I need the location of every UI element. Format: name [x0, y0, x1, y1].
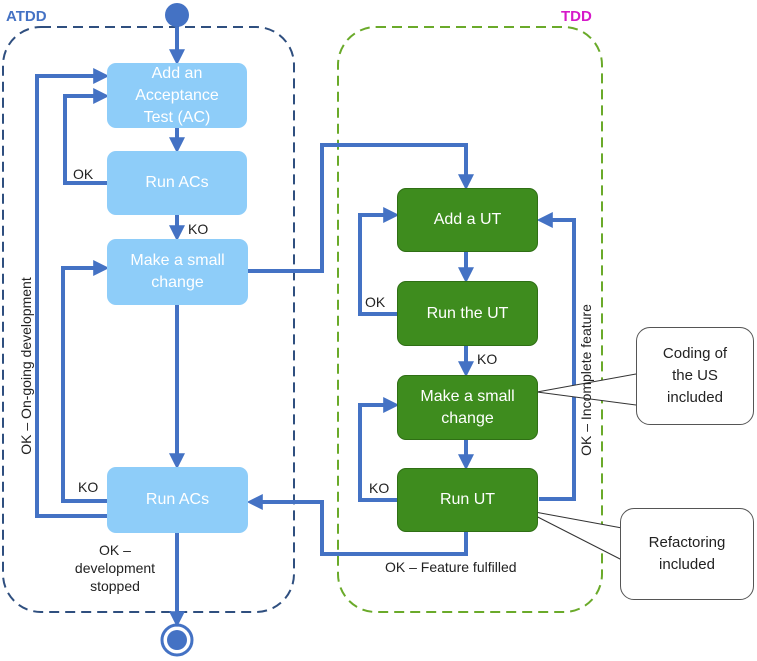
run-acs-top-box: Run ACs [107, 151, 247, 215]
start-node [165, 3, 189, 27]
loop-ko-to-change [61, 260, 110, 503]
loop-tdd-ko [358, 397, 400, 502]
add-acceptance-test-box: Add an Acceptance Test (AC) [107, 63, 247, 128]
coding-of-us-callout: Coding of the US included [636, 327, 754, 425]
tdd-region [337, 26, 603, 613]
run-acs-bottom-box: Run ACs [107, 467, 248, 533]
run-the-ut-box: Run the UT [397, 281, 538, 346]
ko-label-atdd-top: KO [188, 221, 209, 237]
ok-development-stopped-label: OK – development stopped [74, 542, 156, 594]
loop-ongoing-to-add-ac [35, 68, 110, 518]
ok-incomplete-feature-label: OK – Incomplete feature [578, 304, 594, 456]
loop-incomplete-feature [536, 212, 576, 501]
loop-ok-to-add-ac [63, 88, 110, 185]
tdd-title: TDD [561, 8, 592, 25]
run-ut-box: Run UT [397, 468, 538, 532]
ko-label-tdd-mid: KO [477, 351, 498, 367]
refactoring-callout: Refactoring included [620, 508, 754, 600]
add-ut-box: Add a UT [397, 188, 538, 252]
arrow-change-to-add-ut [248, 143, 474, 273]
arrow-feature-fulfilled [246, 494, 468, 556]
ko-label-atdd-bottom: KO [78, 479, 99, 495]
ok-feature-fulfilled-label: OK – Feature fulfilled [385, 559, 517, 575]
loop-tdd-ok [358, 207, 400, 316]
ko-label-tdd-bottom: KO [369, 480, 390, 496]
refactoring-callout-pointer [523, 509, 623, 561]
end-node-inner [167, 630, 187, 650]
atdd-region [2, 26, 295, 613]
ok-label-tdd-loop: OK [365, 294, 386, 310]
make-small-change-atdd-box: Make a small change [107, 239, 248, 305]
ok-label-atdd-top: OK [73, 166, 94, 182]
atdd-title: ATDD [6, 8, 47, 25]
make-small-change-tdd-box: Make a small change [397, 375, 538, 440]
ok-ongoing-development-label: OK – On-going development [18, 277, 34, 455]
